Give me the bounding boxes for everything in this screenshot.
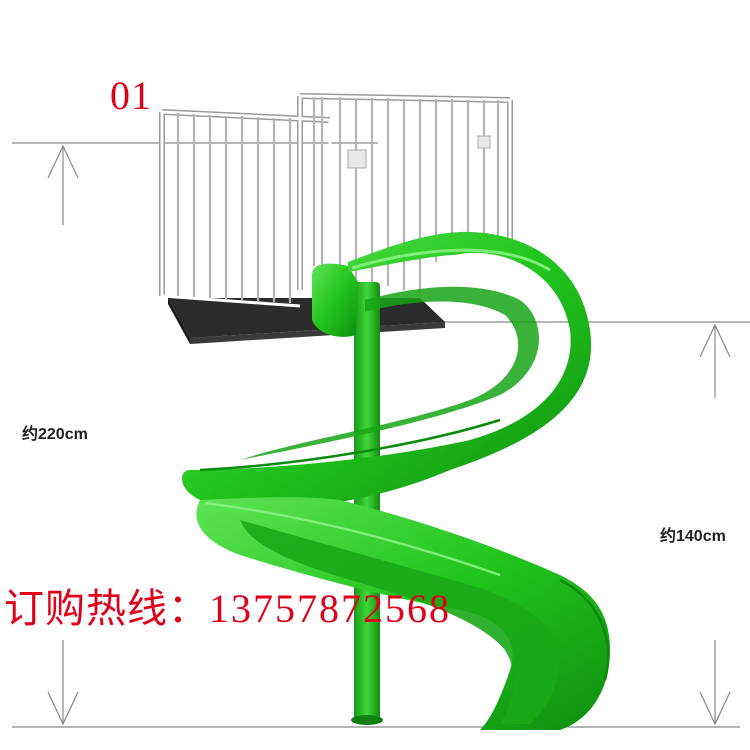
hotline-label: 订购热线： xyxy=(4,586,209,631)
hotline-phone-number: 13757872568 xyxy=(209,586,451,631)
height-dimension-label: 约220cm xyxy=(22,426,88,443)
spiral-slide xyxy=(181,231,611,730)
order-hotline: 订购热线：13757872568 xyxy=(4,576,451,634)
platform xyxy=(168,298,445,344)
support-pole xyxy=(351,282,383,725)
dimension-lines xyxy=(12,142,750,728)
railing xyxy=(159,93,513,308)
product-number: 01 xyxy=(110,73,152,118)
platform-height-dimension-label: 约140cm xyxy=(660,528,726,545)
